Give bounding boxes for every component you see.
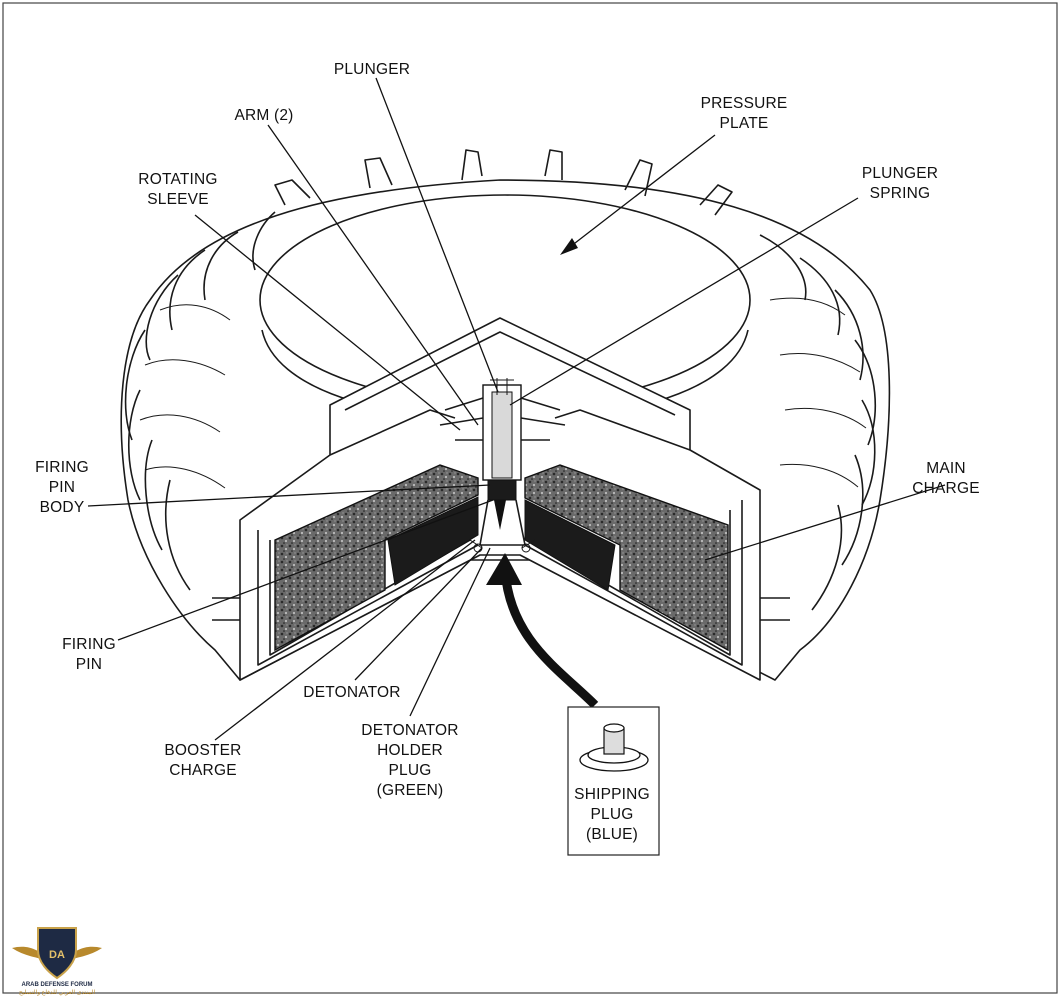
label-pressure-plate-line1: PRESSURE bbox=[701, 95, 788, 112]
label-firing-pin-line2: PIN bbox=[76, 656, 102, 673]
side-ribs bbox=[124, 149, 877, 611]
watermark-badge: DA bbox=[49, 949, 65, 961]
leader-booster-charge bbox=[214, 539, 476, 741]
label-plunger-spring-line2: SPRING bbox=[870, 185, 931, 202]
leader-rotating-sleeve bbox=[194, 214, 461, 431]
watermark-line2: المنتدى العربي للدفاع والتسليح bbox=[19, 989, 96, 996]
label-booster-charge-line1: BOOSTER bbox=[164, 742, 241, 759]
label-rotating-sleeve-line2: SLEEVE bbox=[147, 191, 209, 208]
label-shipping-plug-line3: (BLUE) bbox=[586, 826, 638, 843]
leader-firing-pin-body bbox=[87, 484, 491, 507]
leader-arm bbox=[267, 124, 479, 426]
leader-firing-pin bbox=[117, 499, 494, 641]
insert-arrowhead bbox=[486, 553, 522, 585]
booster-charge-right bbox=[524, 499, 616, 591]
watermark-logo: DA ARAB DEFENSE FORUM المنتدى العربي للد… bbox=[12, 927, 102, 996]
label-shipping-plug-line2: PLUG bbox=[590, 806, 633, 823]
booster-charge-left bbox=[387, 496, 479, 586]
label-pressure-plate-line2: PLATE bbox=[720, 115, 769, 132]
label-plunger: PLUNGER bbox=[334, 61, 410, 78]
label-main-charge-line2: CHARGE bbox=[912, 480, 980, 497]
watermark-line1: ARAB DEFENSE FORUM bbox=[21, 982, 92, 988]
label-firing-pin-line1: FIRING bbox=[62, 636, 116, 653]
label-firing-pin-body-line1: FIRING bbox=[35, 459, 89, 476]
label-firing-pin-body-line3: BODY bbox=[40, 499, 85, 516]
label-detonator-holder-line4: (GREEN) bbox=[377, 782, 444, 799]
label-shipping-plug-line1: SHIPPING bbox=[574, 786, 650, 803]
leader-detonator bbox=[354, 547, 483, 681]
label-arm: ARM (2) bbox=[234, 107, 293, 124]
mine-body bbox=[120, 149, 891, 681]
main-charge-left bbox=[274, 464, 479, 652]
leader-plunger bbox=[375, 77, 499, 393]
main-charge-right bbox=[524, 464, 729, 652]
leader-pressure-plate bbox=[565, 134, 716, 251]
label-main-charge-line1: MAIN bbox=[926, 460, 966, 477]
labels: PLUNGER ARM (2) PRESSURE PLATE ROTATING … bbox=[35, 61, 980, 843]
label-rotating-sleeve-line1: ROTATING bbox=[138, 171, 217, 188]
label-booster-charge-line2: CHARGE bbox=[169, 762, 237, 779]
label-detonator-holder-line1: DETONATOR bbox=[361, 722, 458, 739]
label-plunger-spring-line1: PLUNGER bbox=[862, 165, 938, 182]
leader-detonator-holder bbox=[409, 547, 491, 717]
label-detonator: DETONATOR bbox=[303, 684, 400, 701]
leader-main-charge bbox=[704, 484, 946, 561]
fuze-column bbox=[439, 378, 566, 553]
leader-plunger-spring bbox=[509, 197, 859, 406]
shield-icon bbox=[37, 927, 77, 980]
shipping-plug-box bbox=[567, 706, 660, 856]
label-firing-pin-body-line2: PIN bbox=[49, 479, 75, 496]
leader-lines bbox=[87, 77, 946, 741]
insert-arrow bbox=[500, 569, 599, 709]
label-detonator-holder-line3: PLUG bbox=[388, 762, 431, 779]
label-detonator-holder-line2: HOLDER bbox=[377, 742, 443, 759]
